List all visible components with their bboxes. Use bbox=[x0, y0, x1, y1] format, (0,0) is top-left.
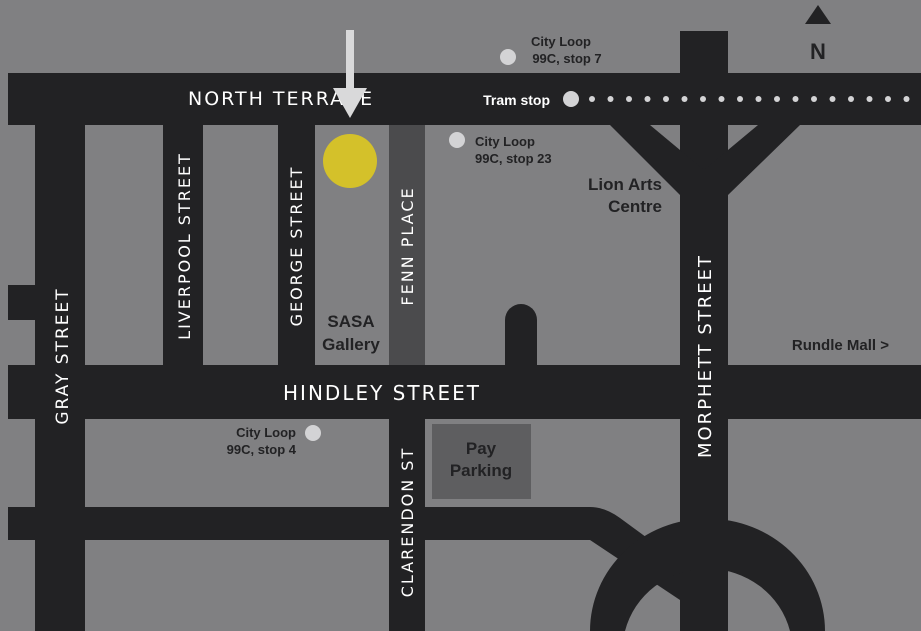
tram-line-dot bbox=[848, 96, 854, 102]
sasa-gallery-marker-icon bbox=[323, 134, 377, 188]
location-arrow-shaft bbox=[346, 30, 354, 92]
compass-label: N bbox=[810, 39, 826, 64]
gray-street-stub bbox=[8, 285, 38, 320]
gray-street-label: GRAY STREET bbox=[53, 287, 73, 424]
george-street-label: GEORGE STREET bbox=[287, 166, 306, 327]
roundabout-road bbox=[590, 518, 825, 631]
north-terrace-label: NORTH TERRACE bbox=[188, 88, 374, 110]
lion-arts-line1: Lion Arts bbox=[588, 175, 662, 194]
tram-line-dot bbox=[663, 96, 669, 102]
bottom-stop-line2: 99C, stop 4 bbox=[227, 442, 297, 457]
pay-parking-line1: Pay bbox=[466, 439, 497, 458]
middle-stop-line1: City Loop bbox=[475, 134, 535, 149]
dead-end-lane bbox=[505, 304, 537, 365]
liverpool-street-road bbox=[163, 73, 203, 419]
top-stop-line2: 99C, stop 7 bbox=[532, 51, 601, 66]
middle-stop-line2: 99C, stop 23 bbox=[475, 151, 552, 166]
top-stop-line1: City Loop bbox=[531, 34, 591, 49]
tram-line-dot bbox=[866, 96, 873, 102]
location-arrow-icon bbox=[333, 88, 367, 118]
hindley-street-road bbox=[8, 365, 921, 419]
tram-stop-label: Tram stop bbox=[483, 92, 550, 108]
roads bbox=[8, 31, 921, 631]
george-street-road bbox=[278, 73, 315, 419]
tram-line-dot bbox=[626, 96, 632, 102]
tram-junction-road bbox=[610, 125, 800, 222]
bottom-stop-line1: City Loop bbox=[236, 425, 296, 440]
tram-line-dot bbox=[700, 96, 706, 102]
fenn-place-label: FENN PLACE bbox=[398, 186, 417, 305]
tram-line-dot bbox=[811, 96, 817, 102]
sasa-label-line2: Gallery bbox=[322, 335, 380, 354]
tram-line-dot bbox=[903, 96, 910, 102]
rundle-mall-label: Rundle Mall > bbox=[792, 337, 889, 354]
bottom-stop-icon bbox=[305, 425, 321, 441]
tram-line-dot bbox=[774, 96, 780, 102]
sasa-label-line1: SASA bbox=[327, 312, 374, 331]
tram-stop-icon bbox=[563, 91, 579, 107]
north-terrace-road bbox=[8, 73, 921, 125]
clarendon-st-label: CLARENDON ST bbox=[398, 447, 417, 598]
tram-line-dot bbox=[885, 96, 891, 102]
hindley-street-label: HINDLEY STREET bbox=[283, 381, 481, 405]
middle-stop-icon bbox=[449, 132, 465, 148]
pay-parking-building bbox=[432, 424, 531, 499]
tram-line-dot bbox=[718, 96, 725, 102]
fenn-place-lane bbox=[389, 125, 425, 365]
north-arrow-icon bbox=[805, 5, 831, 24]
liverpool-street-label: LIVERPOOL STREET bbox=[175, 152, 194, 340]
tram-line-dot bbox=[737, 96, 743, 102]
tram-line-dot bbox=[792, 96, 799, 102]
top-stop-icon bbox=[500, 49, 516, 65]
lion-arts-line2: Centre bbox=[608, 197, 662, 216]
tram-line-dot bbox=[644, 96, 651, 102]
tram-line-dot bbox=[829, 96, 836, 102]
tram-line-dot bbox=[607, 96, 614, 102]
pay-parking-line2: Parking bbox=[450, 461, 512, 480]
curved-road bbox=[8, 507, 680, 600]
tram-line-dot bbox=[755, 96, 762, 102]
tram-line-dots bbox=[589, 96, 910, 102]
morphett-street-label: MORPHETT STREET bbox=[695, 254, 716, 458]
tram-line-dot bbox=[681, 96, 688, 102]
tram-line-dot bbox=[589, 96, 595, 102]
